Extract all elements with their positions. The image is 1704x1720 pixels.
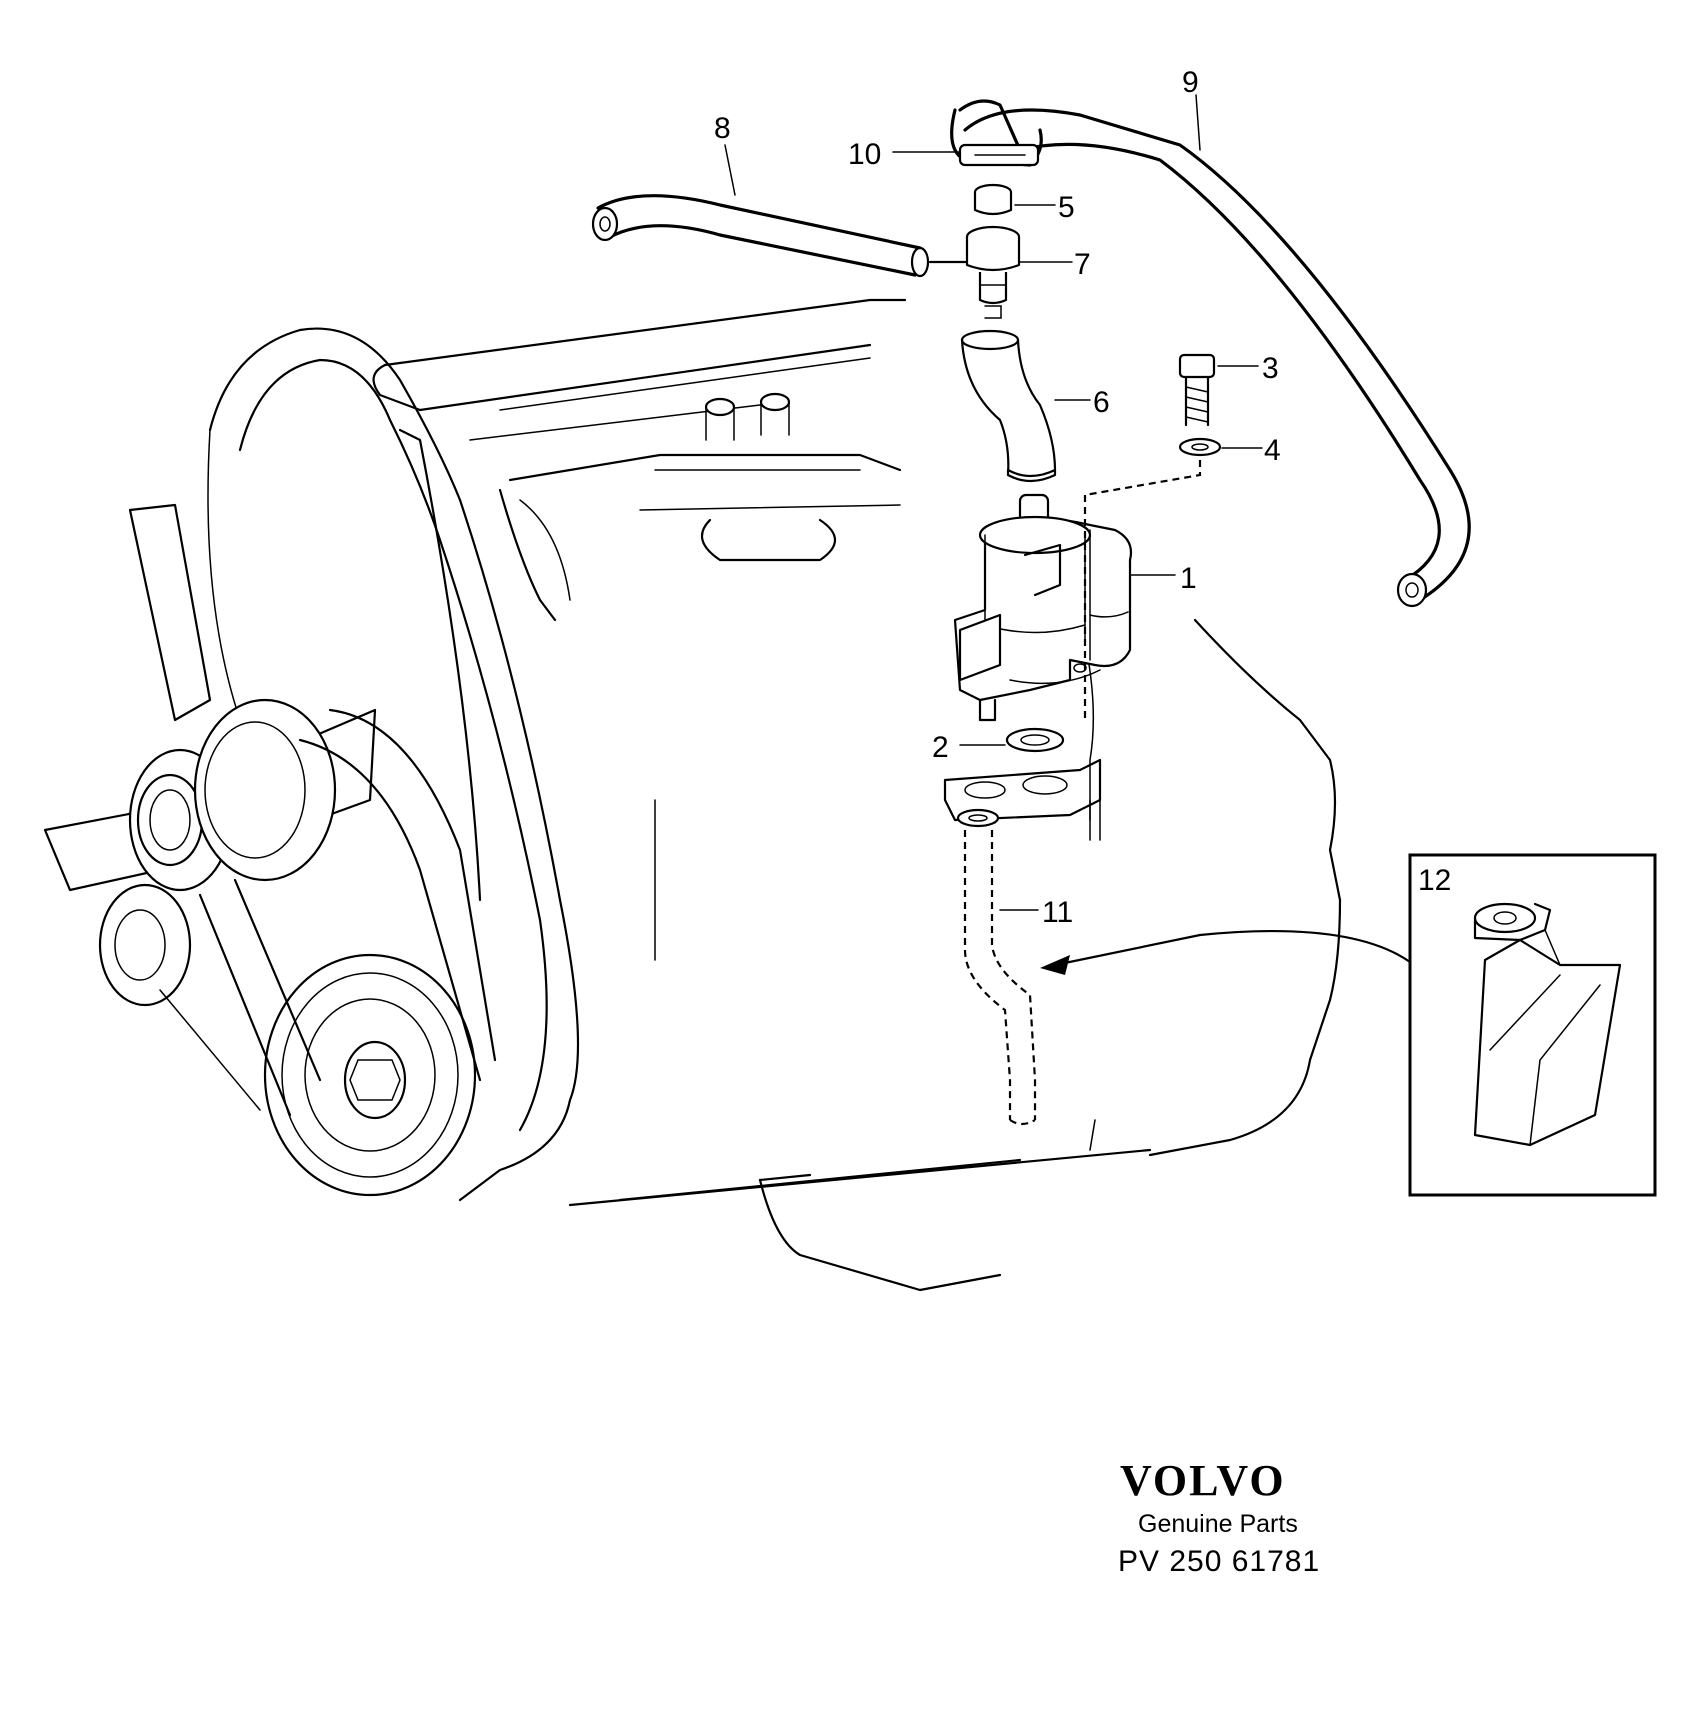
mounting-flange: [943, 758, 1102, 841]
clamp-10: [950, 108, 1043, 167]
part-4: [1084, 437, 1222, 497]
engine-block: [372, 298, 1342, 1292]
hose-9: [958, 99, 1471, 608]
volvo-logo: VOLVO: [1120, 1456, 1286, 1505]
callout-12: 12: [1418, 864, 1451, 897]
timing-cover-and-fan: [43, 327, 580, 1202]
callout-11: 11: [1042, 896, 1073, 929]
detail-arrow: [1053, 929, 1412, 967]
callout-6: 6: [1093, 386, 1110, 419]
detail-arrowhead: [1040, 955, 1070, 975]
callout-numbers: 1 2 3 4 5 6 7 8 9 10 11 12: [714, 66, 1451, 929]
callout-7: 7: [1074, 248, 1091, 281]
genuine-parts-label: Genuine Parts: [1138, 1510, 1298, 1538]
detail-box-12: [1408, 853, 1657, 1197]
callout-3: 3: [1262, 352, 1279, 385]
hose-8: [591, 194, 930, 278]
callout-1: 1: [1180, 562, 1197, 595]
reference-number: PV 250 61781: [1118, 1545, 1321, 1578]
callout-4: 4: [1264, 434, 1281, 467]
part-5: [973, 183, 1013, 216]
part-2: [1005, 727, 1065, 753]
callout-5: 5: [1058, 191, 1075, 224]
hose-6: [960, 329, 1057, 483]
part-7: [928, 225, 1021, 319]
part-3: [1178, 353, 1216, 427]
leader-lines: [724, 94, 1263, 911]
callout-8: 8: [714, 112, 731, 145]
callout-2: 2: [932, 731, 949, 764]
part-11: [956, 808, 1037, 1126]
part-1: [953, 493, 1133, 722]
callout-9: 9: [1182, 66, 1199, 99]
callout-10: 10: [848, 138, 881, 171]
